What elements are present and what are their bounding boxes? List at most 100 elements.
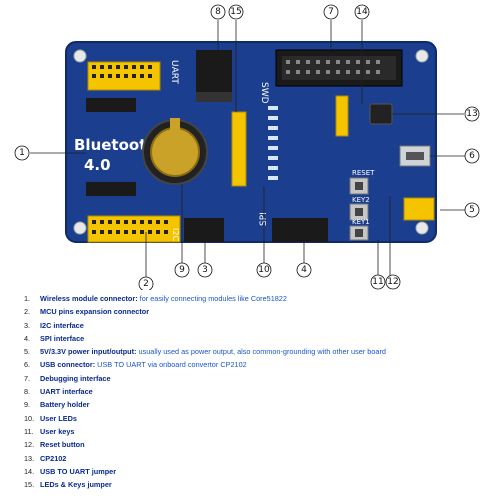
legend-title: LEDs & Keys jumper [40,480,112,490]
legend-title: Reset button [40,440,85,450]
mount-hole-tr [415,49,429,63]
svg-text:10: 10 [258,265,270,275]
legend-number: 8. [24,387,31,397]
legend-number: 12. [24,440,35,450]
callout-4: 4 [296,262,312,278]
uart-pins [196,92,232,102]
svg-text:6: 6 [469,151,475,161]
legend-title: 5V/3.3V power input/output: [40,347,137,357]
legend-item: 10. User LEDs [24,412,494,425]
legend-number: 1. [24,294,31,303]
legend-title: I2C interface [40,320,84,330]
svg-text:9: 9 [179,265,185,275]
legend-number: 15. [24,480,35,490]
legend-item: 15. LEDs & Keys jumper [24,478,494,491]
callout-7: 7 [323,4,339,20]
legend-number: 14. [24,466,35,476]
legend-number: 2. [24,307,31,317]
power-header [403,197,435,221]
legend-number: 13. [24,453,35,463]
svg-text:12: 12 [387,277,398,287]
legend-title: UART interface [40,387,93,397]
legend-item: 14. USB TO UART jumper [24,465,494,478]
legend-item: 9.Battery holder [24,398,494,411]
legend-number: 6. [24,360,31,370]
legend-title: SPI interface [40,333,85,343]
user-leds [268,106,278,180]
version-label: 4.0 [84,156,111,174]
callout-3: 3 [197,262,213,278]
svg-text:13: 13 [466,109,477,119]
callout-lines [30,20,465,282]
legend-item: 3. I2C interface [24,319,494,332]
callout-12: 12 [385,274,401,290]
callout-5: 5 [464,202,480,218]
legend-title: Wireless module connector: [40,294,138,303]
legend-item: 7. Debugging interface [24,372,494,385]
legend-description: USB TO UART via onboard convertor CP2102 [95,360,247,370]
mcu-expansion-top [87,61,161,91]
reset-silk-label: RESET [352,169,375,177]
reset-button [349,177,369,195]
legend-title: USB TO UART jumper [40,466,117,476]
pcb-board [65,41,437,243]
key1-button [349,225,369,241]
svg-text:15: 15 [230,7,241,17]
callout-6: 6 [464,148,480,164]
bluetooth-label: Bluetooth [74,136,157,154]
callout-13: 13 [464,106,480,122]
feature-legend: 1. Wireless module connector: for easily … [24,292,494,491]
i2c-connector [184,218,224,242]
callouts: 1 2 3 4 5 6 7 8 9 10 11 12 13 14 15 [14,4,480,290]
callout-1: 1 [14,145,30,161]
mount-hole-br [415,221,429,235]
i2c-silk-label: I2C [171,228,180,241]
svg-text:11: 11 [372,277,383,287]
callout-10: 10 [256,262,272,278]
callout-8: 8 [210,4,226,20]
legend-item: 12. Reset button [24,438,494,451]
legend-title: MCU pins expansion connector [40,307,150,317]
svg-text:5: 5 [469,205,475,215]
legend-title: User LEDs [40,413,77,423]
svg-text:7: 7 [328,7,334,17]
legend-item: 11. User keys [24,425,494,438]
uart-connector [196,50,232,92]
legend-item: 8. UART interface [24,385,494,398]
legend-title: CP2102 [40,453,67,463]
usb-uart-jumper [335,95,349,137]
wireless-connector-top [86,98,136,112]
legend-item: 2. MCU pins expansion connector [24,305,494,318]
legend-title: USB connector: [40,360,96,370]
svg-text:4: 4 [301,265,307,275]
uart-silk-label: UART [169,60,179,84]
legend-number: 5. [24,347,31,357]
svg-text:1: 1 [19,148,25,158]
mount-hole-tl [73,49,87,63]
legend-description: for easily connecting modules like Core5… [137,294,287,303]
leds-keys-jumper [231,111,247,187]
legend-number: 11. [24,426,34,436]
svg-text:2: 2 [143,279,149,289]
legend-number: 4. [24,333,31,343]
callout-14: 14 [354,4,370,20]
legend-title: Battery holder [40,400,90,410]
legend-number: 3. [24,320,31,330]
legend-number: 7. [24,373,31,383]
callout-2: 2 [138,276,154,290]
legend-item: 6. USB connector: USB TO UART via onboard… [24,358,494,371]
svg-text:14: 14 [356,7,368,17]
cp2102-chip [369,103,393,125]
spi-connector [272,218,328,242]
legend-number: 10. [24,413,35,423]
callout-15: 15 [228,4,244,20]
legend-item: 1. Wireless module connector: for easily … [24,292,494,305]
callout-9: 9 [174,262,190,278]
swd-silk-label: SWD [259,82,269,104]
legend-title: Debugging interface [40,373,111,383]
battery-holder [142,118,208,185]
legend-item: 13. CP2102 [24,452,494,465]
legend-title: User keys [40,426,75,436]
legend-item: 4. SPI interface [24,332,494,345]
key2-silk-label: KEY2 [352,196,370,204]
